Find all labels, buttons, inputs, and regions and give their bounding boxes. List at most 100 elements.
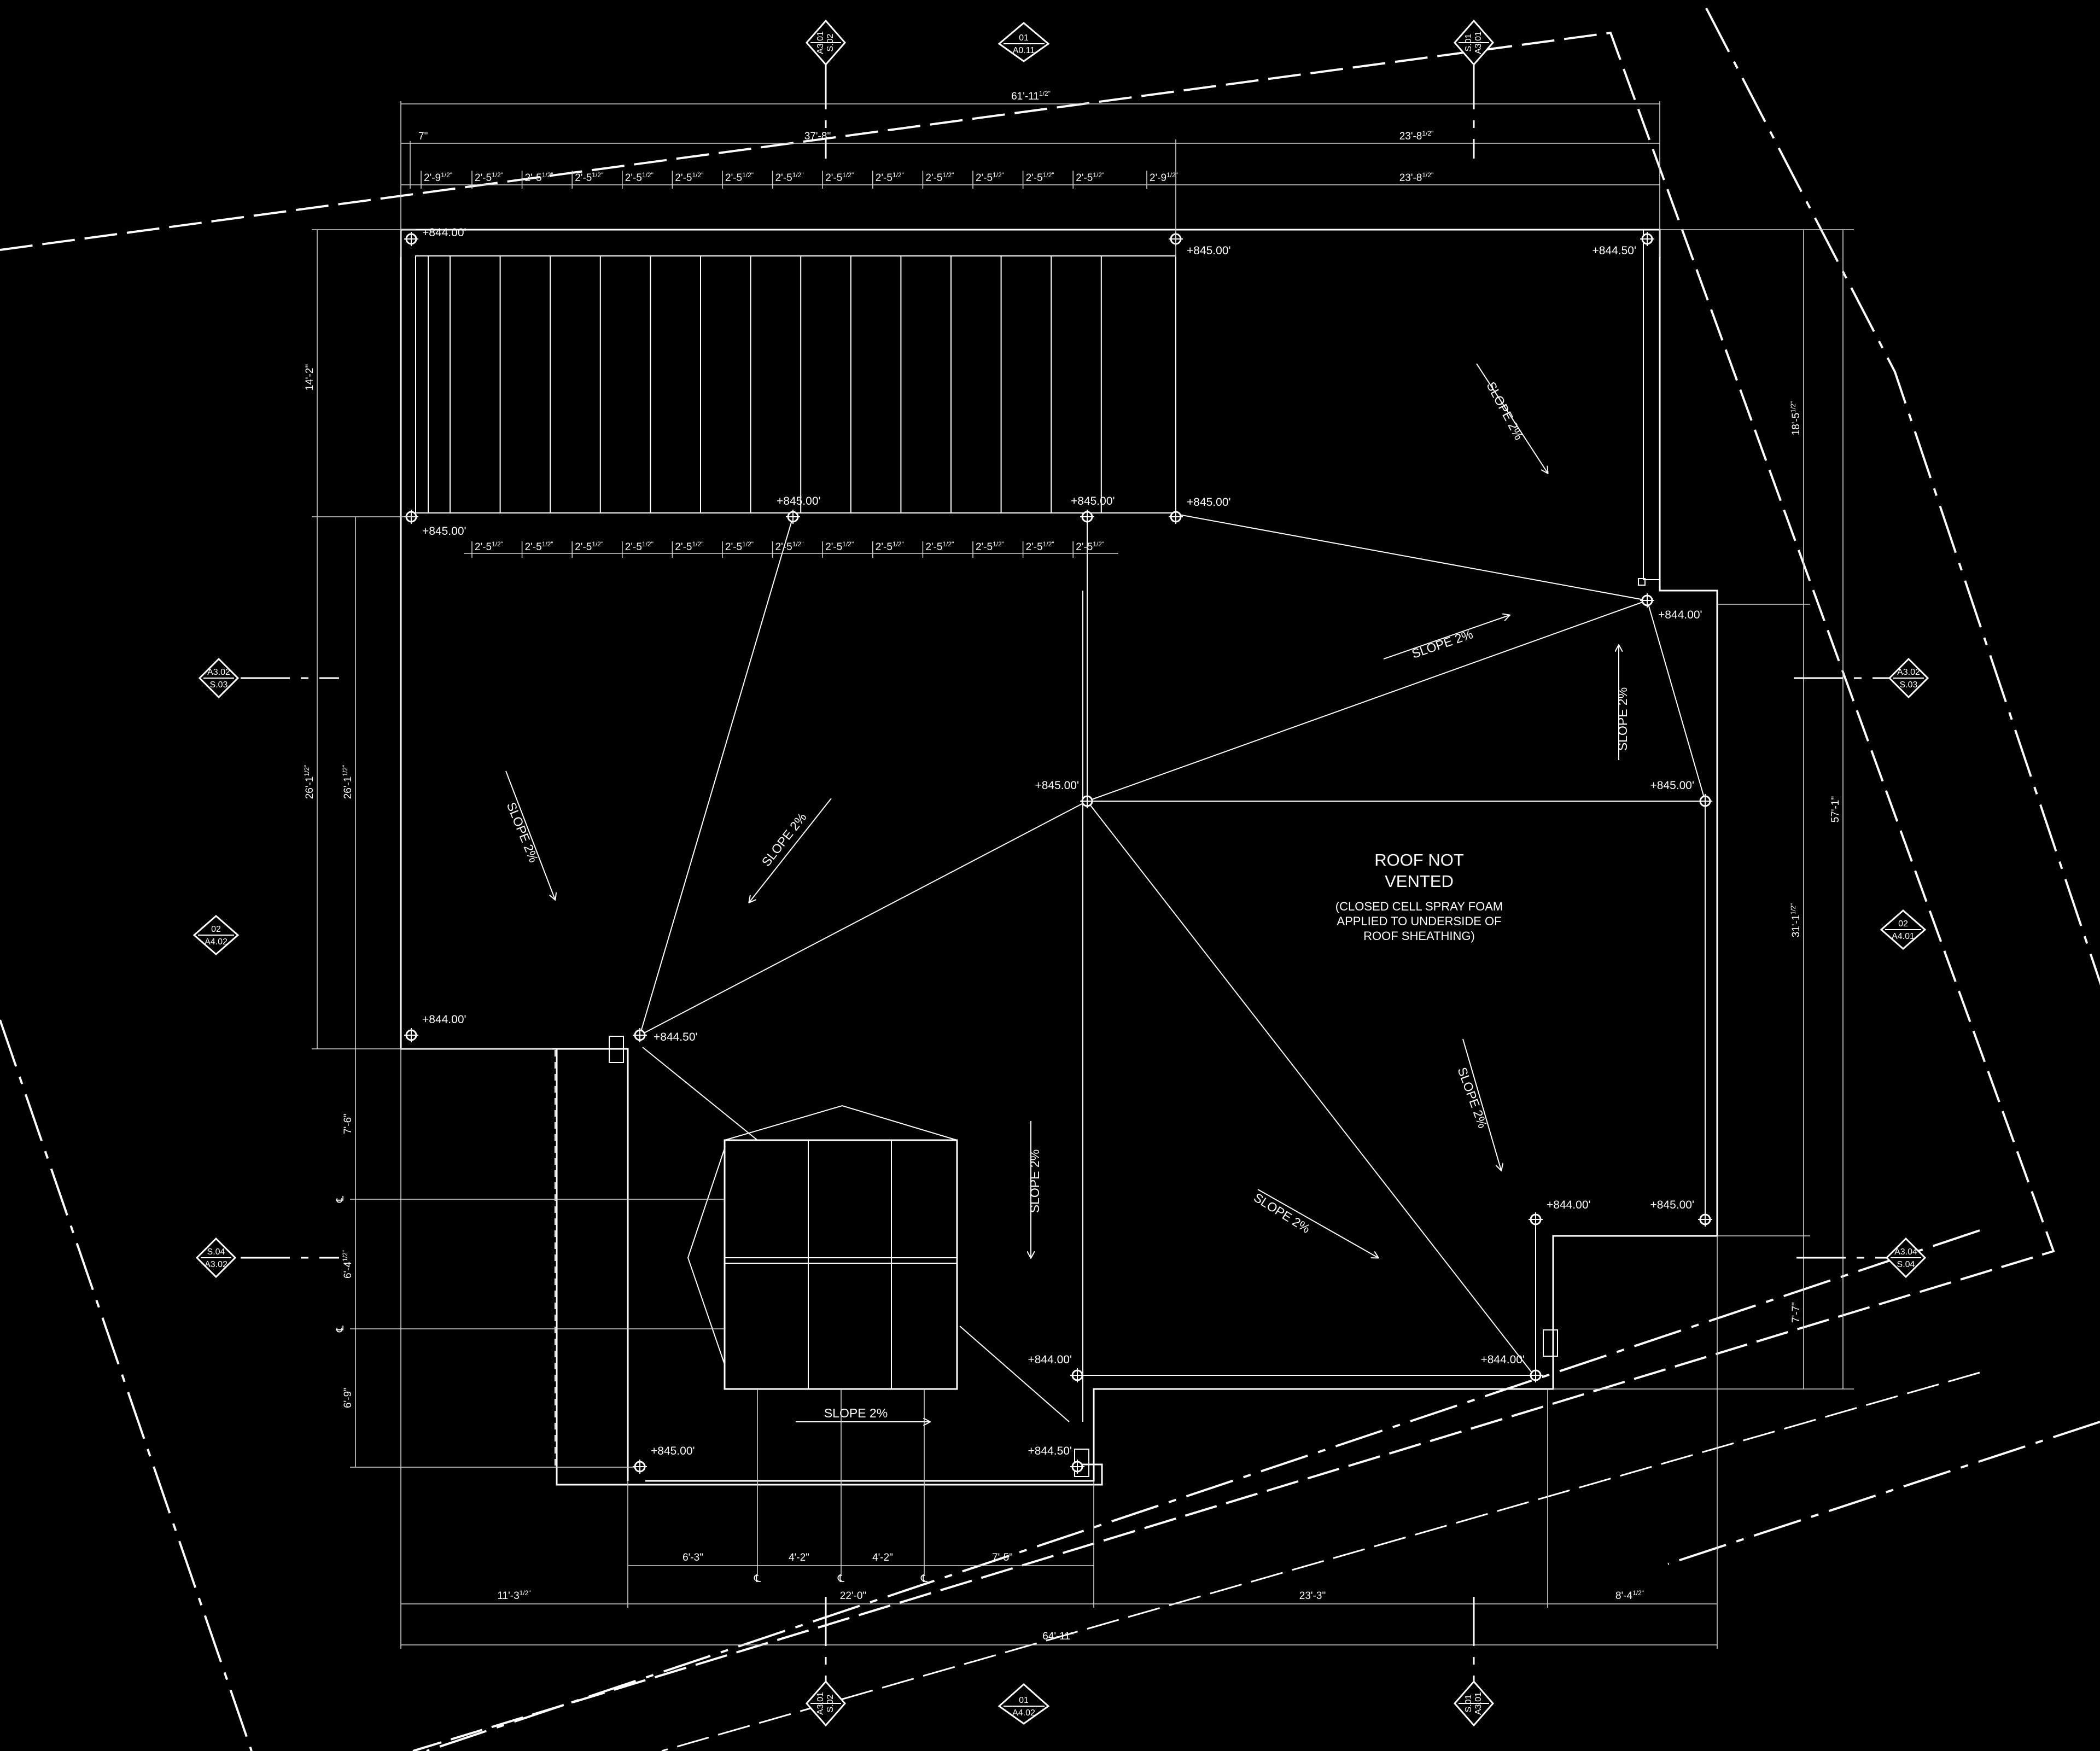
section-tag-b: A3.01 — [1474, 31, 1483, 54]
note-title-1: ROOF NOT — [1374, 850, 1464, 869]
elevation-label: +845.00' — [422, 525, 466, 538]
section-tag-top-mid: 01 A0.11 — [998, 22, 1050, 62]
centerline-marks: ℄ ℄ ℄ ℄ ℄ — [335, 1195, 928, 1585]
dim-top-right: 23'-81/2" — [1399, 130, 1434, 142]
slope-arrow — [1476, 363, 1548, 473]
dim-panel: 2'-51/2" — [1076, 540, 1104, 553]
dim-panel: 2'-51/2" — [1026, 171, 1054, 184]
section-tag-right-c: A3.04 S.04 — [1885, 1237, 1927, 1279]
elevation-label: +845.00' — [1035, 779, 1079, 792]
section-tag-left-c: S.04 A3.02 — [195, 1237, 237, 1279]
roof-outline — [400, 229, 1718, 1486]
section-tag-a: A3.01 — [816, 31, 825, 54]
section-tag-bottom-mid: 01 A4.02 — [998, 1683, 1050, 1725]
note-detail-3: ROOF SHEATHING) — [1363, 929, 1475, 943]
dim-top-mid: 37'-8" — [804, 131, 831, 142]
dim-bot-113: 11'-31/2" — [497, 1589, 530, 1602]
note-title-2: VENTED — [1385, 872, 1454, 891]
dim-panel: 2'-51/2" — [625, 171, 654, 184]
dim-bot-233: 23'-3" — [1299, 1590, 1326, 1602]
dim-bot-42b: 4'-2" — [872, 1552, 893, 1563]
section-tag-a: S.01 — [1464, 33, 1473, 51]
section-tag-left-a: A3.02 S.03 — [198, 657, 240, 699]
dim-panel: 2'-51/2" — [976, 171, 1004, 184]
dim-panel: 2'-51/2" — [525, 171, 553, 184]
section-tag-b: A0.11 — [1013, 46, 1035, 55]
dim-panel: 2'-51/2" — [525, 540, 553, 553]
dimension-labels: 61'-111/2" 7" 37'-8" 23'-81/2" 23'-81/2" — [418, 90, 1433, 184]
dim-panel: 2'-51/2" — [475, 540, 503, 553]
dim-bot-84: 8'-41/2" — [1615, 1589, 1644, 1602]
elevation-label: +844.00' — [1480, 1353, 1525, 1366]
section-tag-right-b: 02 A4.01 — [1880, 909, 1927, 950]
section-tag-a: A3.02 — [1897, 668, 1920, 677]
section-tag-a: A3.01 — [816, 1692, 825, 1715]
dim-panel: 2'-51/2" — [725, 540, 754, 553]
section-tag-a: 02 — [1898, 919, 1908, 929]
section-tag-b: A4.01 — [1892, 932, 1915, 941]
dim-left-14: 14'-2" — [304, 364, 316, 390]
section-tag-b: S.03 — [1900, 680, 1918, 690]
dim-bot-220: 22'-0" — [840, 1590, 866, 1602]
dim-panel: 2'-51/2" — [675, 540, 703, 553]
note-detail-1: (CLOSED CELL SPRAY FOAM — [1335, 900, 1503, 913]
slope-label: SLOPE 2% — [1455, 1065, 1490, 1130]
elevation-label: +845.00' — [1650, 779, 1694, 792]
dim-left-76: 7'-6" — [342, 1113, 354, 1134]
slope-arrow — [749, 798, 832, 902]
elevation-label: +844.50' — [654, 1031, 698, 1043]
elevation-label: +845.00' — [1650, 1199, 1694, 1211]
roof-note: ROOF NOT VENTED (CLOSED CELL SPRAY FOAM … — [1335, 850, 1503, 943]
section-tag-a: S.01 — [1464, 1694, 1473, 1712]
dim-panel: 2'-51/2" — [675, 171, 703, 184]
section-tag-b: S.04 — [1897, 1260, 1915, 1269]
dim-panel: 2'-51/2" — [976, 540, 1004, 553]
dim-bot-63: 6'-3" — [682, 1552, 703, 1563]
section-tag-bottom-left: A3.01 S.02 — [806, 1680, 846, 1727]
section-tag-b: A3.02 — [205, 1260, 228, 1269]
elevation-label: +844.00' — [1028, 1353, 1072, 1366]
dim-panel: 2'-51/2" — [876, 171, 904, 184]
elevation-label: +845.00' — [1071, 495, 1115, 507]
dim-panel: 2'-51/2" — [725, 171, 754, 184]
elevation-label: +844.50' — [1592, 244, 1636, 257]
dim-left-26b: 26'-11/2" — [341, 765, 354, 799]
centerline-mark: ℄ — [335, 1195, 346, 1203]
section-tag-a: 01 — [1019, 1696, 1029, 1705]
dim-panel: 2'-91/2" — [424, 171, 452, 184]
note-detail-2: APPLIED TO UNDERSIDE OF — [1337, 914, 1501, 928]
elevation-label: +844.00' — [1547, 1199, 1591, 1211]
section-tag-b: A4.02 — [205, 937, 228, 947]
dim-panel: 2'-51/2" — [775, 540, 804, 553]
section-cut-lines — [241, 60, 1892, 1687]
dim-left-64: 6'-41/2" — [341, 1250, 354, 1279]
section-tag-b: A4.02 — [1012, 1708, 1035, 1718]
dim-panel: 2'-51/2" — [475, 171, 503, 184]
elevation-label: +844.00' — [1658, 609, 1702, 621]
dimension-lines — [312, 101, 1854, 1649]
dim-top-overall: 61'-111/2" — [1011, 90, 1051, 102]
dim-bot-42a: 4'-2" — [789, 1552, 809, 1563]
dim-panel: 2'-51/2" — [1076, 171, 1104, 184]
slope-label: SLOPE 2% — [1251, 1190, 1312, 1236]
slope-label: SLOPE 2% — [504, 800, 541, 865]
skylight — [642, 1047, 1070, 1422]
centerline-mark: ℄ — [335, 1325, 346, 1333]
dim-right-77: 7'-7" — [1790, 1302, 1802, 1323]
section-tag-a: S.04 — [207, 1247, 225, 1257]
section-tag-a: 01 — [1019, 33, 1029, 43]
section-tag-a: A3.04 — [1894, 1247, 1917, 1257]
slope-arrow — [1462, 1038, 1501, 1170]
dim-panel: 2'-51/2" — [825, 540, 854, 553]
slope-arrow — [1257, 1189, 1378, 1258]
panel-dimension-labels: 2'-91/2" 2'-51/2" 2'-51/2" 2'-51/2" 2'-51/2"… — [421, 171, 1178, 558]
dim-panel: 2'-51/2" — [825, 171, 854, 184]
section-tag-b: S.02 — [826, 33, 835, 51]
elevation-label: +844.00' — [422, 226, 466, 239]
section-tag-bottom-right: S.01 A3.01 — [1454, 1680, 1494, 1727]
dim-panel: 2'-51/2" — [625, 540, 654, 553]
dim-panel: 2'-51/2" — [1026, 540, 1054, 553]
centerline-mark: ℄ — [920, 1573, 928, 1585]
slope-arrows: SLOPE 2%SLOPE 2%SLOPE 2%SLOPE 2%SLOPE 2%… — [504, 363, 1630, 1422]
